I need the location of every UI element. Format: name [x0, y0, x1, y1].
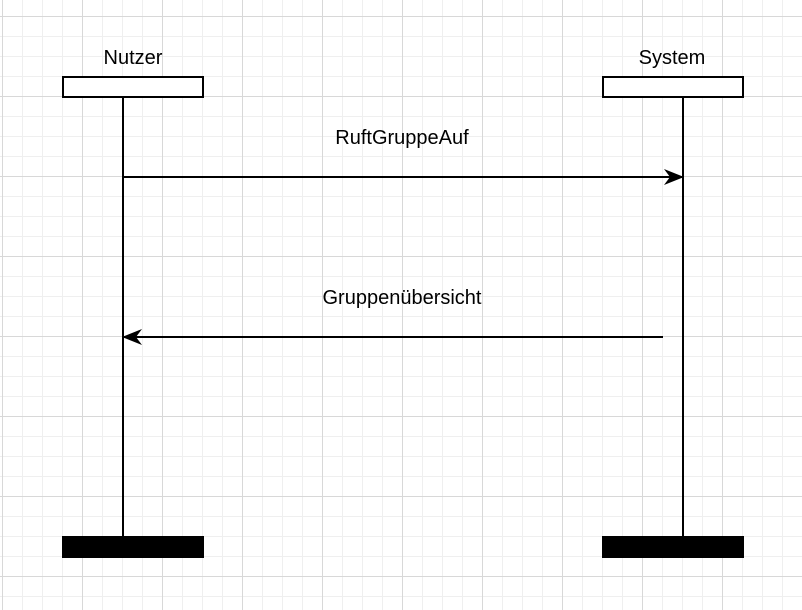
- message-ruftgruppeauf[interactable]: RuftGruppeAuf: [123, 127, 684, 185]
- actor-system[interactable]: System: [602, 47, 744, 558]
- actor-system-head[interactable]: [602, 76, 744, 98]
- actor-nutzer[interactable]: Nutzer: [62, 47, 204, 558]
- actor-nutzer-end[interactable]: [62, 536, 204, 558]
- message-ruftgruppeauf-label: RuftGruppeAuf: [335, 127, 469, 149]
- actor-system-end[interactable]: [602, 536, 744, 558]
- actor-nutzer-label: Nutzer: [104, 47, 163, 69]
- message-gruppenuebersicht-label: Gruppenübersicht: [323, 287, 482, 309]
- actor-system-label: System: [639, 47, 706, 69]
- actor-nutzer-head[interactable]: [62, 76, 204, 98]
- message-gruppenuebersicht[interactable]: Gruppenübersicht: [122, 287, 663, 345]
